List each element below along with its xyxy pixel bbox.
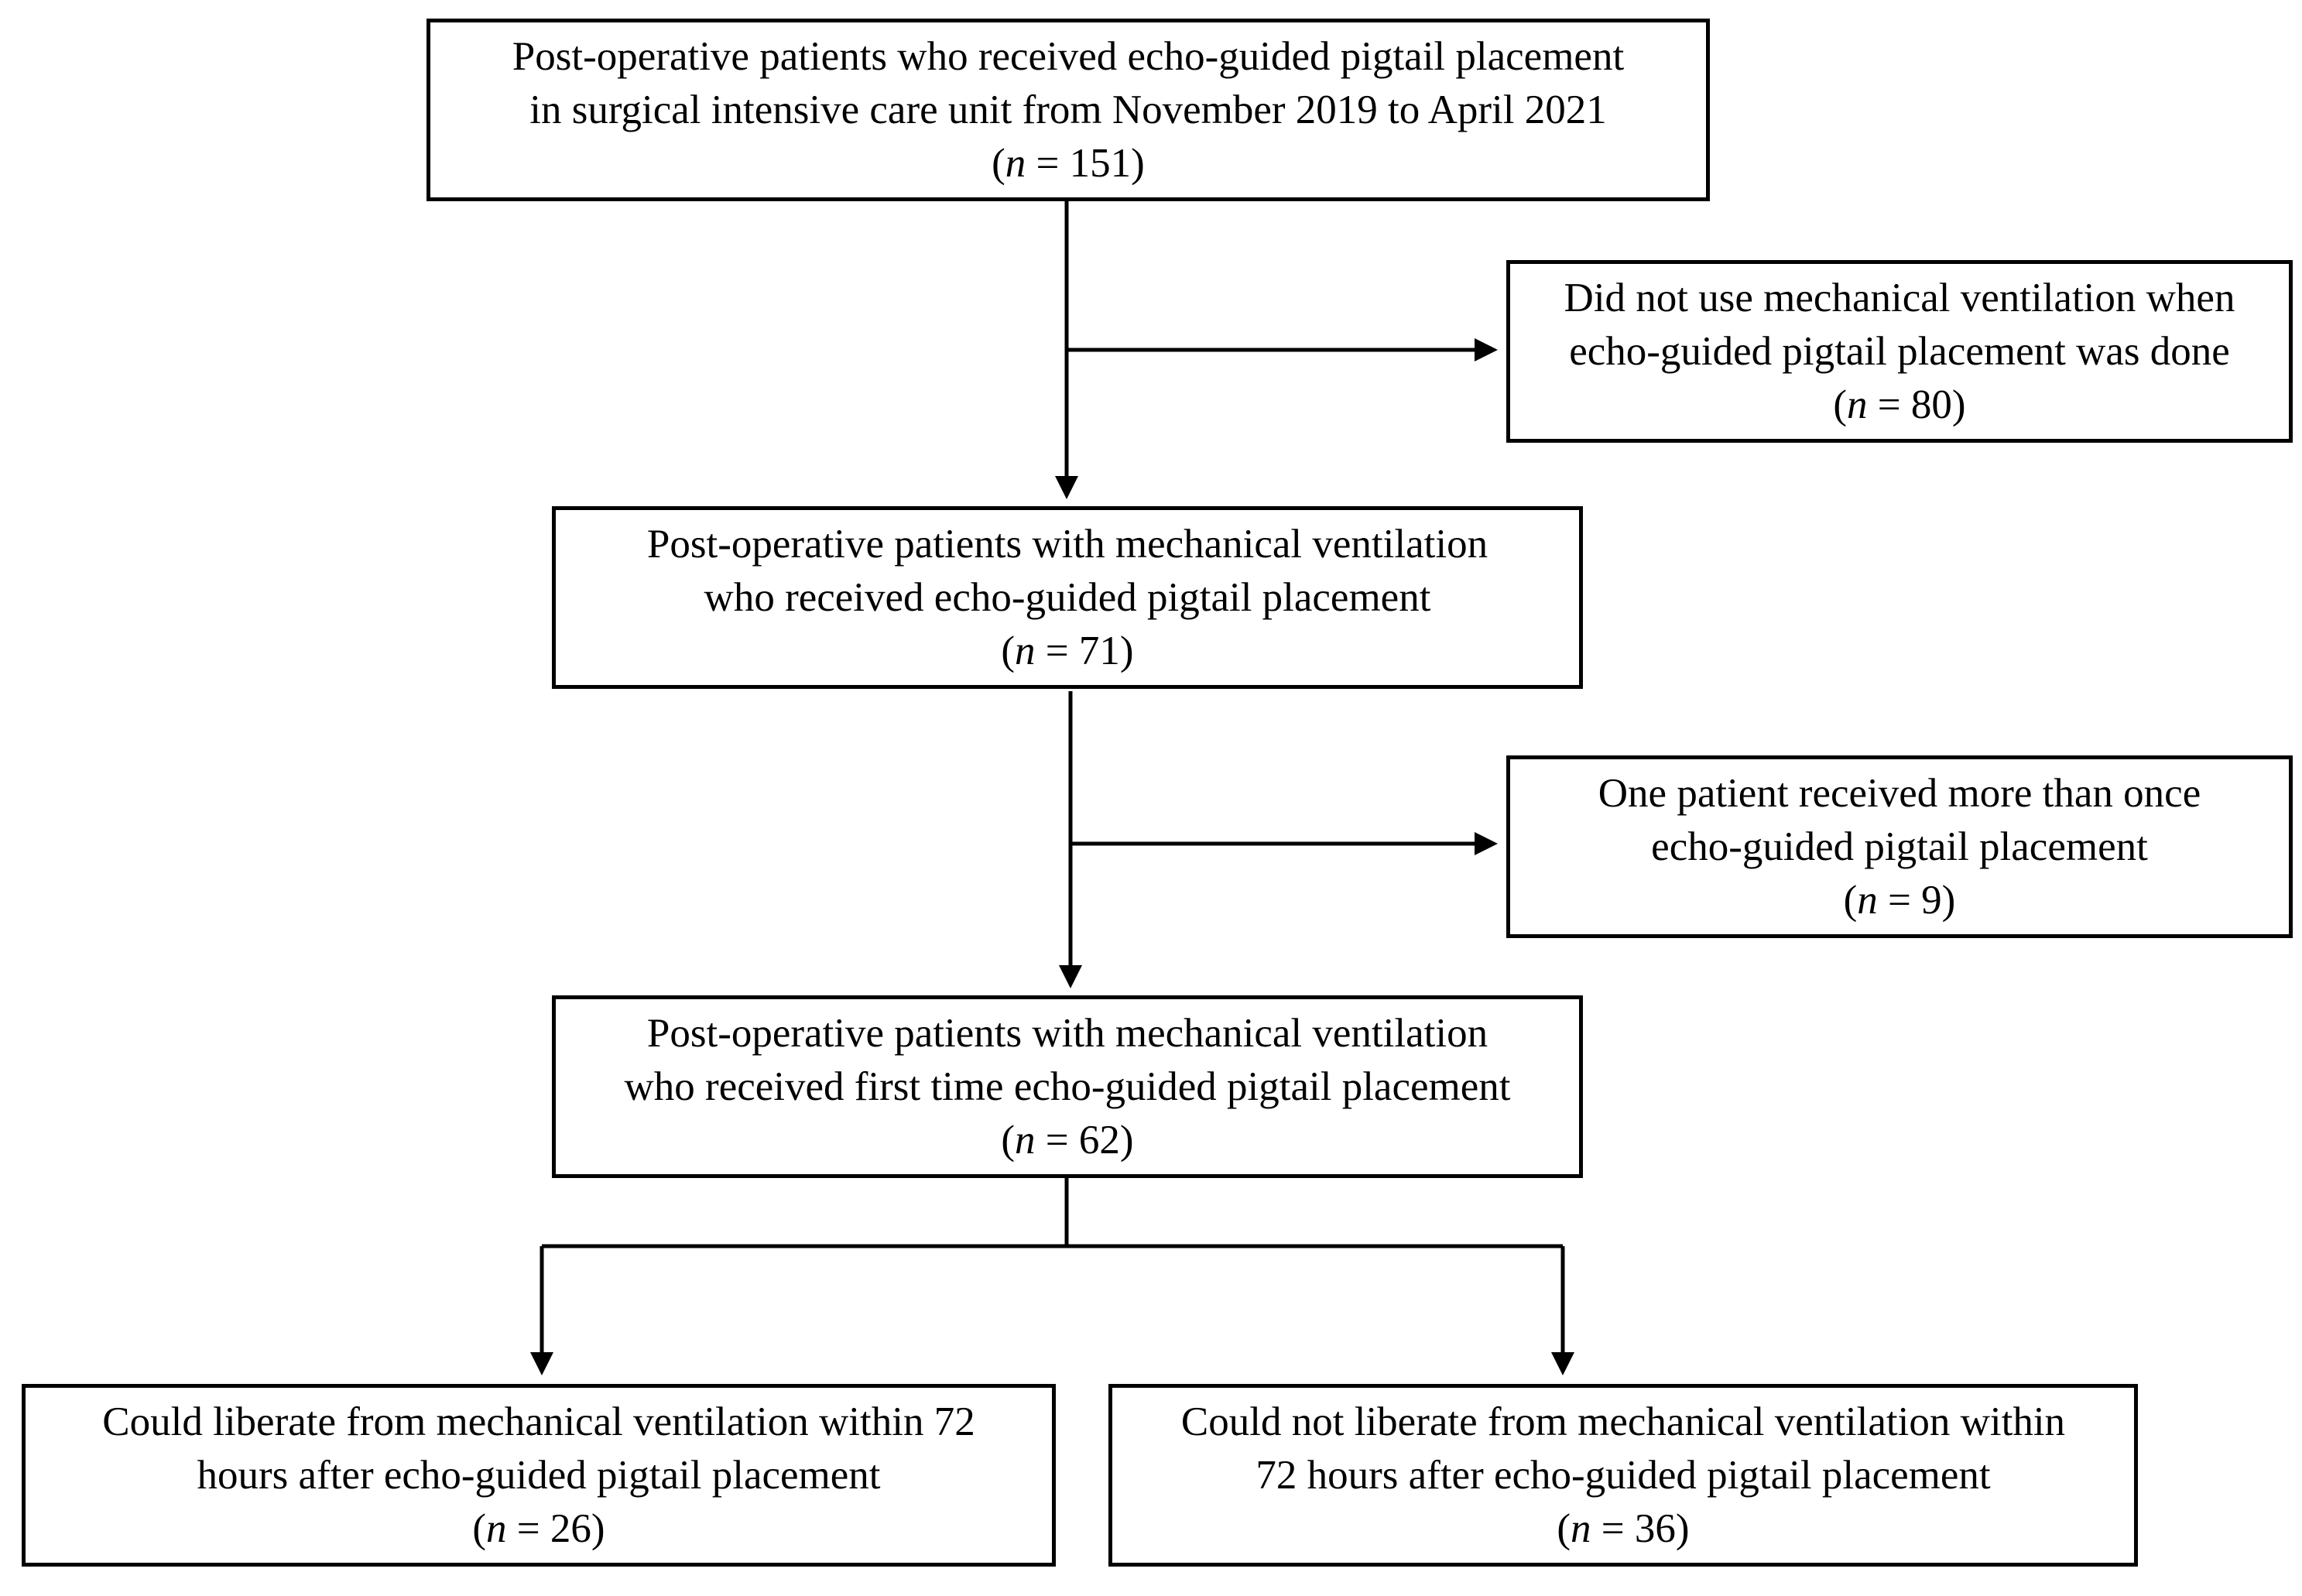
box-text-line: echo-guided pigtail placement was done <box>1569 328 2230 374</box>
n-symbol: n <box>1015 1117 1036 1163</box>
box-text-line: 72 hours after echo-guided pigtail place… <box>1255 1452 1991 1498</box>
open-paren: ( <box>1833 382 1848 427</box>
open-paren: ( <box>472 1505 487 1551</box>
box-text-line: Could liberate from mechanical ventilati… <box>102 1399 975 1444</box>
box-count: (n = 9) <box>1844 874 1956 927</box>
box-text-line: in surgical intensive care unit from Nov… <box>529 87 1607 132</box>
n-symbol: n <box>1015 628 1036 673</box>
box-text-line: Could not liberate from mechanical venti… <box>1180 1399 2066 1444</box>
box-first-time-placement: Post-operative patients with mechanical … <box>552 995 1583 1178</box>
open-paren: ( <box>992 140 1005 186</box>
box-text-line: hours after echo-guided pigtail placemen… <box>197 1452 881 1498</box>
box-excluded-no-ventilation: Did not use mechanical ventilation when … <box>1506 260 2293 443</box>
count-value: = 151) <box>1026 140 1145 186</box>
count-value: = 26) <box>506 1505 605 1551</box>
box-count: (n = 62) <box>1001 1114 1133 1167</box>
open-paren: ( <box>1001 1117 1016 1163</box>
open-paren: ( <box>1001 628 1016 673</box>
box-excluded-repeat-placement: One patient received more than once echo… <box>1506 755 2293 938</box>
box-text-line: One patient received more than once <box>1598 770 2201 816</box>
box-count: (n = 26) <box>472 1502 605 1556</box>
count-value: = 71) <box>1035 628 1134 673</box>
count-value: = 36) <box>1591 1505 1690 1551</box>
count-value: = 9) <box>1877 877 1956 923</box>
box-count: (n = 80) <box>1833 378 1965 432</box>
open-paren: ( <box>1557 1505 1571 1551</box>
box-with-ventilation: Post-operative patients with mechanical … <box>552 506 1583 689</box>
box-text-line: Did not use mechanical ventilation when <box>1564 275 2235 320</box>
count-value: = 62) <box>1035 1117 1134 1163</box>
n-symbol: n <box>1847 382 1868 427</box>
box-text-line: who received first time echo-guided pigt… <box>624 1063 1511 1109</box>
box-text-line: Post-operative patients with mechanical … <box>646 1010 1488 1056</box>
box-count: (n = 151) <box>992 137 1145 190</box>
n-symbol: n <box>1571 1505 1591 1551</box>
n-symbol: n <box>1857 877 1878 923</box>
n-symbol: n <box>1005 140 1026 186</box>
box-count: (n = 36) <box>1557 1502 1689 1556</box>
count-value: = 80) <box>1867 382 1966 427</box>
box-text-line: echo-guided pigtail placement <box>1651 824 2148 869</box>
open-paren: ( <box>1843 877 1858 923</box>
box-count: (n = 71) <box>1001 625 1133 678</box>
box-not-liberated-within-72h: Could not liberate from mechanical venti… <box>1108 1384 2138 1567</box>
box-liberated-within-72h: Could liberate from mechanical ventilati… <box>22 1384 1056 1567</box>
n-symbol: n <box>486 1505 507 1551</box>
box-text-line: Post-operative patients with mechanical … <box>646 521 1488 567</box>
box-text-line: who received echo-guided pigtail placeme… <box>704 574 1431 620</box>
box-all-postop-patients: Post-operative patients who received ech… <box>426 19 1710 201</box>
box-text-line: Post-operative patients who received ech… <box>512 33 1625 79</box>
